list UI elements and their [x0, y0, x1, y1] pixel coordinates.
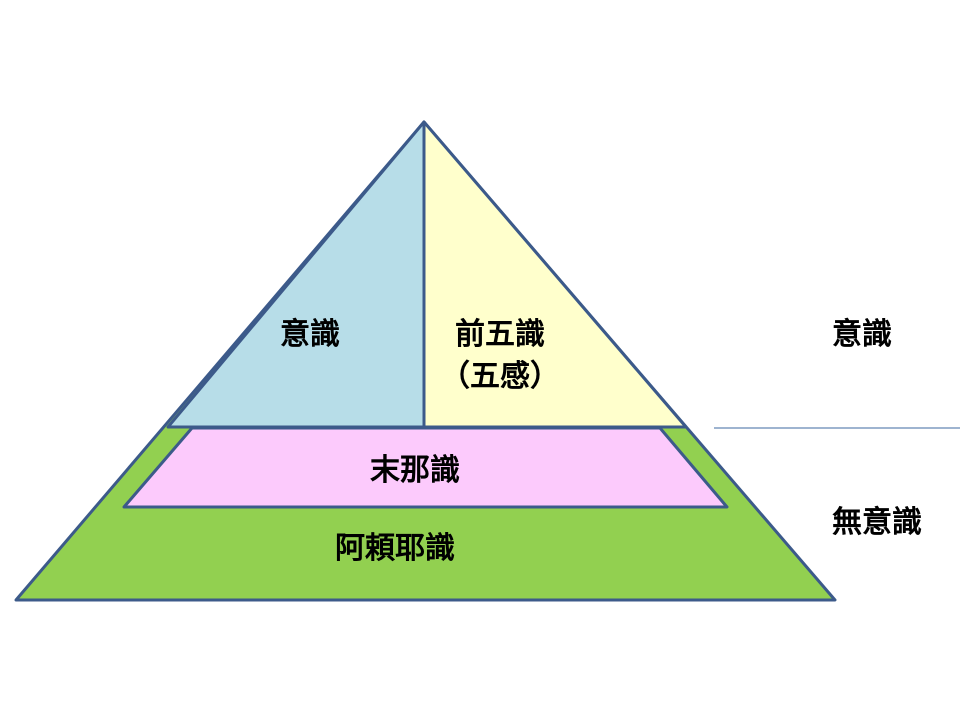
five-senses-label: 前五識 （五感）: [430, 316, 570, 396]
unconscious-side-label: 無意識: [832, 505, 922, 540]
manas-label: 末那識: [370, 453, 460, 488]
mano-label: 意識: [280, 317, 340, 352]
five-senses-label-line1: 前五識: [455, 317, 545, 352]
conscious-side-label: 意識: [832, 317, 892, 352]
mano-layer: [166, 120, 426, 429]
alaya-label: 阿頼耶識: [335, 531, 455, 566]
manas-layer: [122, 426, 729, 509]
five-senses-label-line2: （五感）: [440, 359, 560, 394]
